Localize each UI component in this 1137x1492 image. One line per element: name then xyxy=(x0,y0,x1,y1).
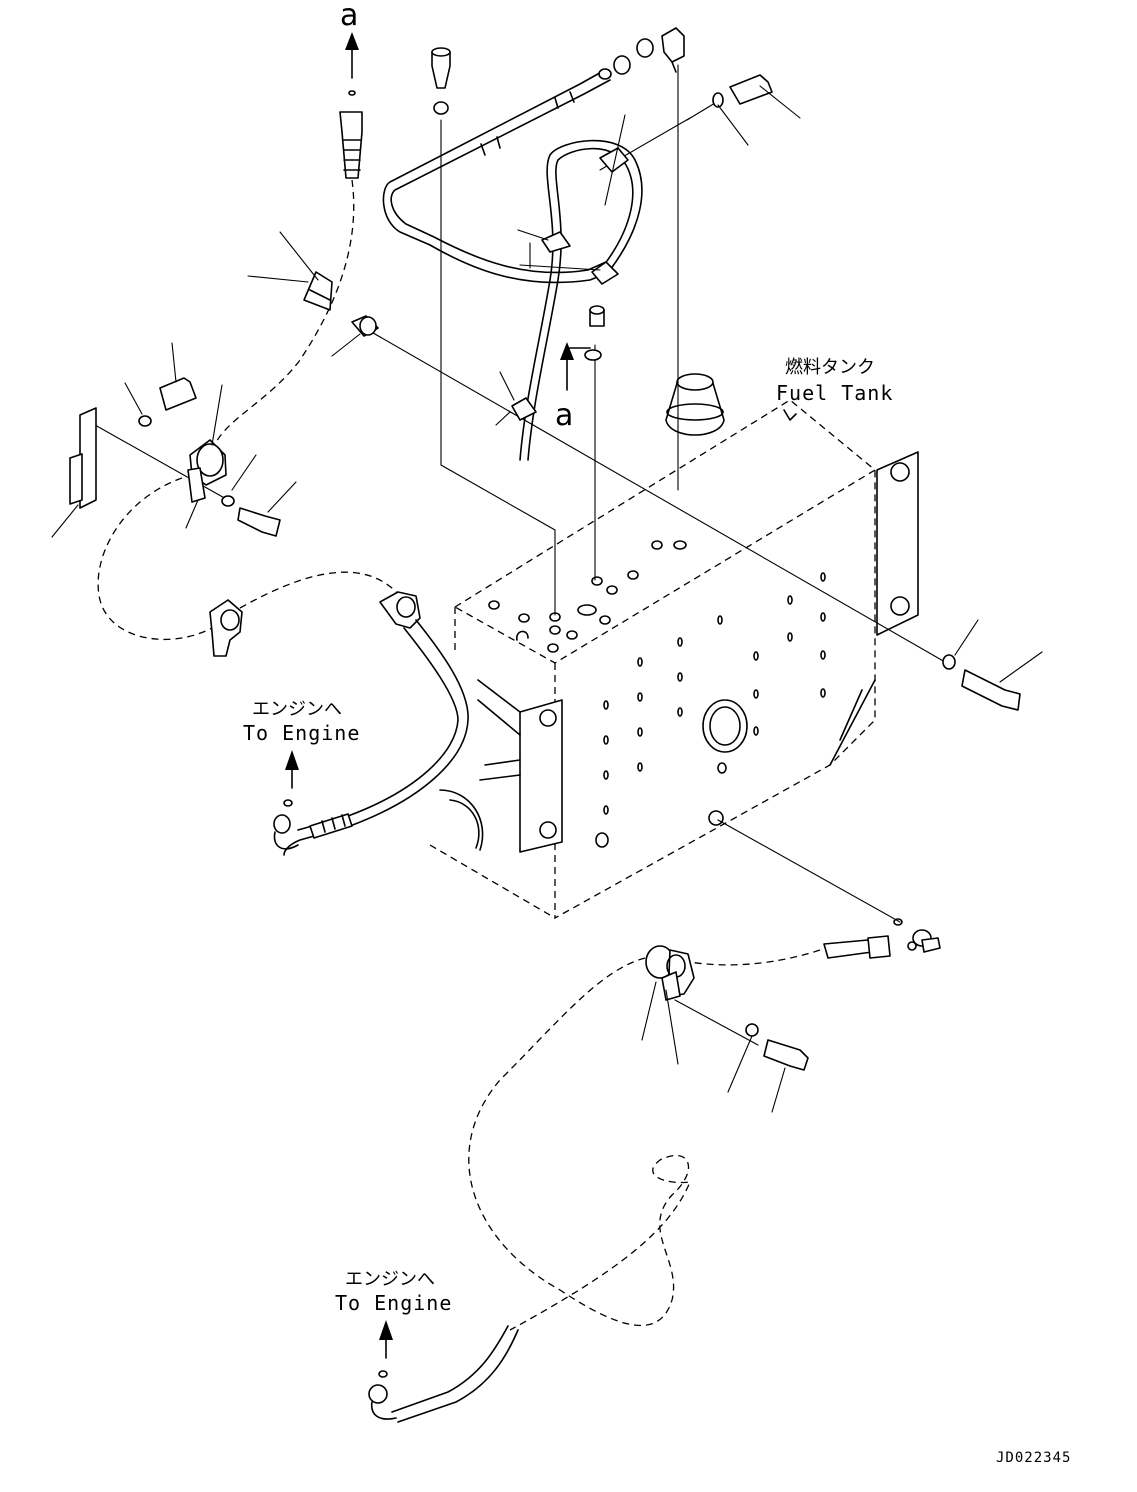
left-hose-path xyxy=(97,477,213,640)
to-engine-1-jp: エンジンへ xyxy=(252,699,342,720)
left-bracket-plate xyxy=(69,407,97,509)
loop-pipe xyxy=(519,139,643,461)
filler-neck xyxy=(665,373,725,436)
drain-port xyxy=(708,810,724,826)
to-engine-2-jp: エンジンへ xyxy=(345,1269,435,1290)
to-engine-1-en: To Engine xyxy=(243,721,360,745)
ref-a-mid: a xyxy=(555,342,591,433)
upper-right-fitting xyxy=(613,27,685,75)
hose-clamp-left xyxy=(187,439,227,503)
to-engine-2-en: To Engine xyxy=(335,1291,452,1315)
upper-pipe xyxy=(382,68,612,284)
drawing-code: JD022345 xyxy=(996,1450,1071,1466)
bolt-upper-right xyxy=(712,74,773,108)
fuel-tank xyxy=(429,399,919,920)
tank-right-mount-plate xyxy=(876,451,919,636)
bolt-left-lower xyxy=(221,495,281,537)
tank-face-holes xyxy=(603,572,826,815)
hose-clamp-upper-left xyxy=(303,271,333,311)
hose-clamp-lower-left xyxy=(209,599,243,657)
spacer xyxy=(351,315,379,337)
fuel-level-gauge xyxy=(702,699,748,774)
ref-a-mid-label: a xyxy=(555,398,573,433)
fuel-tank-label: 燃料タンク Fuel Tank xyxy=(776,357,893,405)
elbow-fitting xyxy=(584,305,605,361)
lower-right-fitting xyxy=(823,918,941,959)
bolt-left-upper xyxy=(138,377,197,427)
fuel-tank-label-en: Fuel Tank xyxy=(776,381,893,405)
bolt-top xyxy=(431,47,451,115)
top-hose xyxy=(214,111,363,446)
tank-left-mount-plate xyxy=(519,699,563,853)
ref-a-top: a xyxy=(340,0,359,96)
ref-a-top-label: a xyxy=(340,0,358,33)
engine-hose-left-fitting xyxy=(273,813,353,850)
hose-clamp-tank-left xyxy=(379,591,421,629)
lower-hose-path xyxy=(468,957,692,1331)
to-engine-label-2: エンジンへ To Engine xyxy=(335,1269,452,1378)
engine-hose-left xyxy=(283,619,469,856)
fuel-tank-label-jp: 燃料タンク xyxy=(785,357,875,378)
loop-clamps xyxy=(511,147,629,421)
tank-top-fittings xyxy=(488,540,687,653)
engine-hose-lower xyxy=(368,1325,519,1423)
bolt-tank-right xyxy=(942,654,1021,711)
assembly-center-lines xyxy=(94,64,946,1046)
to-engine-label-1: エンジンへ To Engine xyxy=(243,699,360,807)
bolt-lower xyxy=(745,1023,809,1071)
